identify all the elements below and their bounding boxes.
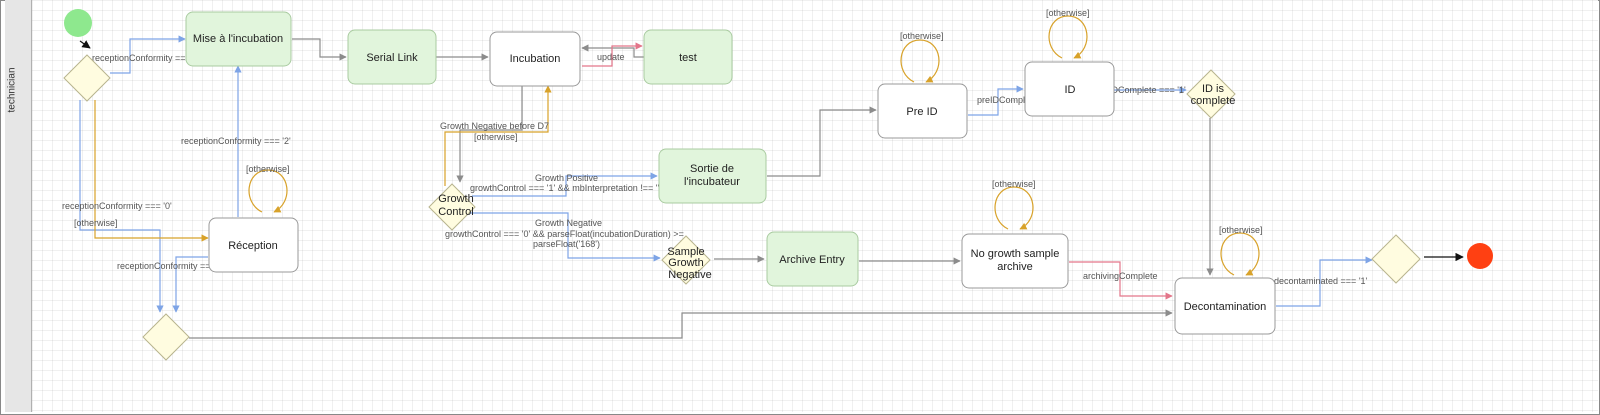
edge-reception-to-bottom-gateway[interactable]	[172, 256, 208, 313]
task-reception-label: Réception	[228, 240, 278, 252]
diagram-canvas[interactable]	[32, 0, 1598, 412]
gateway-id-is-complete[interactable]: ID is complete	[1186, 69, 1236, 119]
edge-label-growth-negative-d7: Growth Negative before D7	[440, 121, 549, 131]
edge-growth-control-to-sortie[interactable]	[472, 172, 658, 197]
edge-label-reception-conformity-2: receptionConformity === '2'	[92, 53, 202, 63]
edge-label-growth-negative: Growth Negative	[535, 218, 602, 228]
task-nogrowth-label-1: No growth sample	[971, 248, 1060, 260]
edge-label-growth-positive-condition: growthControl === '1' && mbInterpretatio…	[470, 183, 660, 193]
edge-label-otherwise-id-loop: [otherwise]	[1046, 8, 1090, 18]
edge-bottom-gateway-to-decontamination[interactable]	[189, 309, 1173, 339]
edge-label-archiving-complete: archivingComplete	[1083, 271, 1158, 281]
edge-label-otherwise-growth-control: [otherwise]	[474, 132, 518, 142]
gateway-idis-label-1: ID is	[1202, 83, 1225, 95]
edge-label-reception-conformity-2b: receptionConformity === '2'	[181, 136, 291, 146]
edge-preid-to-id[interactable]	[968, 85, 1024, 116]
start-event[interactable]	[64, 9, 92, 37]
task-archive-entry[interactable]: Archive Entry	[766, 231, 859, 287]
task-reception[interactable]: Réception	[208, 217, 299, 273]
edge-label-otherwise-preid-loop: [otherwise]	[900, 31, 944, 41]
edge-growth-control-to-sample-gateway[interactable]	[465, 212, 661, 262]
gateway-growth-control-label-1: Growth	[438, 193, 473, 205]
edge-label-otherwise-reception-loop: [otherwise]	[246, 164, 290, 174]
task-mise-a-incubation[interactable]: Mise à l'incubation	[185, 11, 292, 67]
edge-label-growth-positive: Growth Positive	[535, 173, 598, 183]
gateway-merge-bottom[interactable]	[142, 313, 190, 361]
edge-label-update: update	[597, 52, 625, 62]
loop-preid-otherwise[interactable]	[900, 39, 940, 83]
end-event[interactable]	[1467, 243, 1493, 269]
loop-nogrowth-otherwise[interactable]	[994, 186, 1034, 230]
edges	[79, 15, 1464, 339]
task-nogrowth-label-2: archive	[997, 261, 1032, 273]
task-test[interactable]: test	[643, 29, 733, 85]
task-sortie-label-1: Sortie de	[690, 163, 734, 175]
edge-label-preid-complete: preIDComplete === '1'	[977, 95, 1067, 105]
task-preid-label: Pre ID	[906, 106, 937, 118]
task-serial-label: Serial Link	[366, 52, 418, 64]
gateway-growth-control[interactable]: Growth Control	[428, 183, 476, 231]
task-archive-label: Archive Entry	[779, 254, 845, 266]
edge-gateway-otherwise-reception[interactable]	[94, 100, 209, 242]
edge-incubation-to-growth-control[interactable]	[456, 86, 523, 183]
task-incubation-label: Incubation	[510, 53, 561, 65]
task-no-growth-sample-archive[interactable]: No growth sample archive	[961, 233, 1069, 289]
task-mise-label: Mise à l'incubation	[193, 33, 283, 45]
loop-id-otherwise[interactable]	[1048, 15, 1088, 59]
edge-gateway-to-mise[interactable]	[110, 35, 186, 74]
edge-labels: receptionConformity === '2' receptionCon…	[62, 8, 1368, 286]
edge-sortie-to-preid[interactable]	[767, 106, 877, 177]
edge-start-to-gateway[interactable]	[79, 40, 91, 49]
swimlane-header[interactable]	[5, 0, 32, 412]
gateway-sample-growth-negative[interactable]: Sample Growth Negative	[661, 235, 712, 285]
edge-label-otherwise-gateway: [otherwise]	[74, 218, 118, 228]
task-id-label: ID	[1065, 84, 1076, 96]
edge-label-growth-negative-condition-2: parseFloat('168')	[533, 239, 600, 249]
gateway-sample-label-2: Growth	[668, 257, 703, 269]
edge-mise-to-serial[interactable]	[292, 38, 347, 61]
edge-label-otherwise-decontamination-loop: [otherwise]	[1219, 225, 1263, 235]
gateway-end[interactable]	[1371, 234, 1421, 284]
gateway-sample-label-3: Negative	[668, 269, 711, 281]
task-serial-link[interactable]: Serial Link	[347, 29, 437, 85]
task-incubation[interactable]: Incubation	[489, 31, 581, 87]
task-id[interactable]: ID	[1024, 61, 1115, 117]
gateway-idis-label-2: complete	[1191, 95, 1236, 107]
edge-test-to-incubation-update[interactable]	[581, 44, 644, 58]
task-sortie-incubateur[interactable]: Sortie de l'incubateur	[658, 148, 767, 204]
edge-nogrowth-to-decontamination[interactable]	[1069, 261, 1173, 300]
gateway-growth-control-label-2: Control	[438, 206, 473, 218]
task-pre-id[interactable]: Pre ID	[877, 83, 968, 139]
edge-label-decontaminated: decontaminated === '1'	[1274, 276, 1368, 286]
gateway-reception-conformity[interactable]	[63, 54, 111, 102]
loop-decontamination-otherwise[interactable]	[1220, 232, 1260, 276]
edge-label-id-complete: IDComplete === '1'	[1109, 85, 1186, 95]
task-sortie-label-2: l'incubateur	[684, 176, 740, 188]
task-decontamination[interactable]: Decontamination	[1174, 277, 1276, 335]
edge-decontamination-to-end-gateway[interactable]	[1276, 256, 1373, 307]
edge-label-reception-conformity-0: receptionConformity === '0'	[62, 201, 172, 211]
gateway-sample-label-1: Sample	[667, 246, 704, 258]
task-decontamination-label: Decontamination	[1184, 301, 1267, 313]
edge-incubation-to-test[interactable]	[582, 42, 643, 67]
loop-reception-otherwise[interactable]	[248, 169, 288, 213]
edge-label-otherwise-nogrowth-loop: [otherwise]	[992, 179, 1036, 189]
edge-gateway-to-bottom-gateway[interactable]	[79, 100, 164, 313]
edge-label-reception-conformity-0b: receptionConformity === '0'	[117, 261, 227, 271]
edge-label-growth-negative-condition-1: growthControl === '0' && parseFloat(incu…	[445, 229, 684, 239]
edge-growth-control-otherwise-incubation[interactable]	[444, 85, 552, 186]
task-test-label: test	[679, 52, 697, 64]
